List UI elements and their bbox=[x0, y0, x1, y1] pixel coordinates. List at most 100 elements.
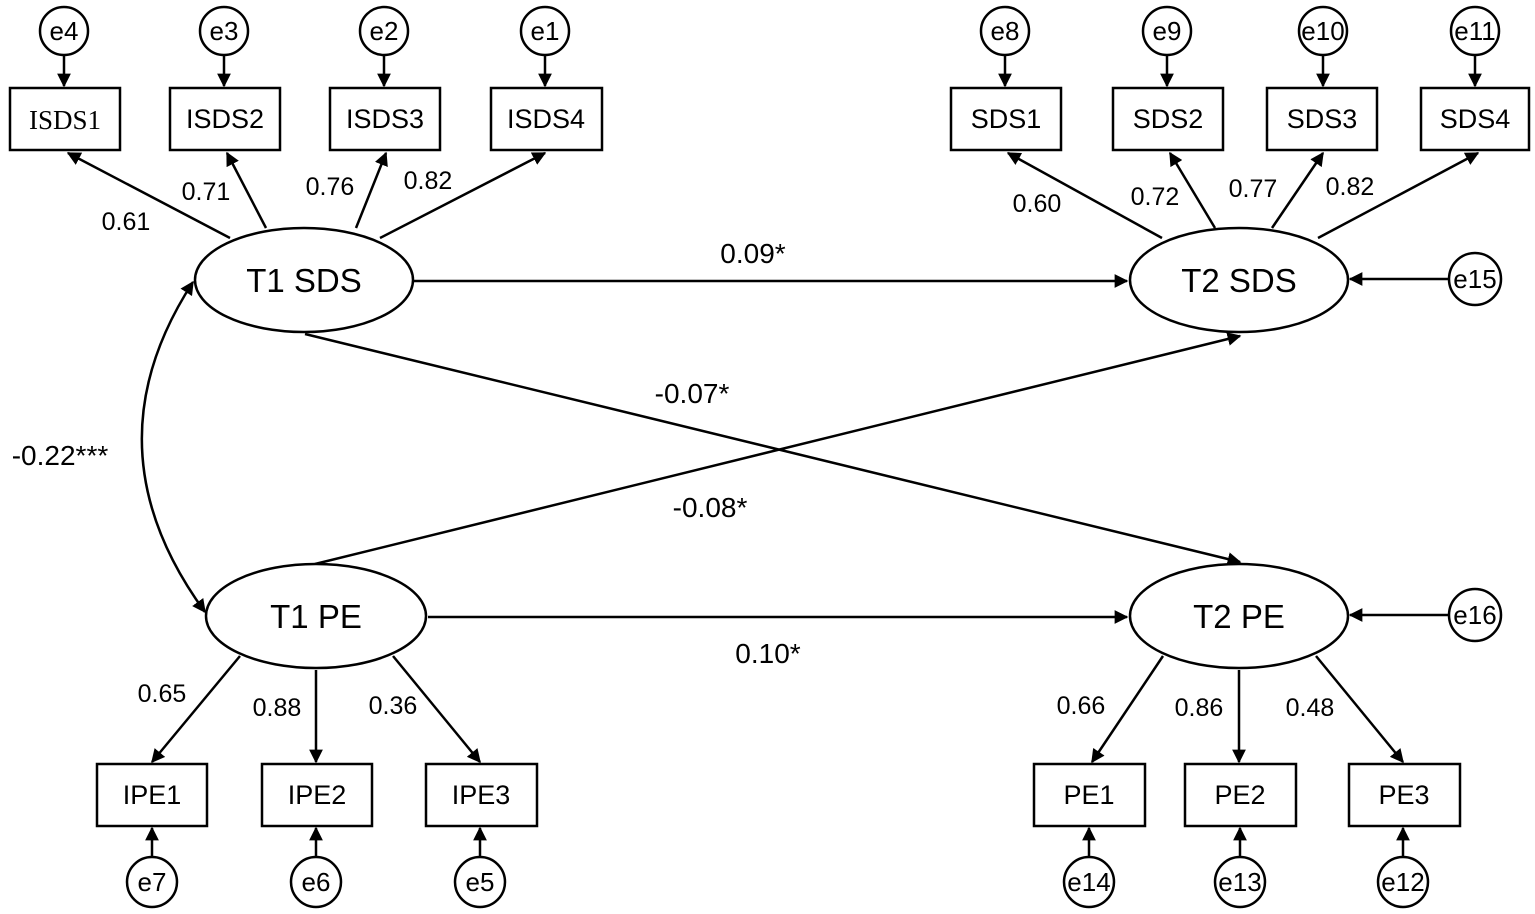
arrow-t2pe-pe3 bbox=[1315, 655, 1404, 764]
error-label: e8 bbox=[991, 16, 1020, 46]
indicator-sds1: SDS1 bbox=[949, 86, 1063, 152]
arrow-t1sds-isds4 bbox=[379, 151, 547, 240]
indicator-label: PE1 bbox=[1063, 780, 1114, 810]
arrow-t1pe-ipe3 bbox=[392, 655, 481, 764]
arrow-covariance-t1 bbox=[140, 280, 207, 614]
error-circle-e5: e5 bbox=[453, 855, 507, 909]
error-circle-e13: e13 bbox=[1213, 855, 1267, 909]
error-label: e4 bbox=[50, 16, 79, 46]
latent-t2-pe: T2 PE bbox=[1128, 562, 1350, 670]
arrow-t2sds-sds3 bbox=[1270, 151, 1325, 229]
latent-t2-sds: T2 SDS bbox=[1128, 226, 1350, 334]
indicator-isds3: ISDS3 bbox=[328, 86, 442, 152]
loading-label-isds1: 0.61 bbox=[102, 208, 151, 236]
error-label: e14 bbox=[1067, 867, 1110, 897]
loading-label-pe2: 0.86 bbox=[1175, 694, 1224, 722]
latent-t1-sds: T1 SDS bbox=[193, 226, 415, 334]
error-label: e7 bbox=[138, 867, 167, 897]
error-circle-e1: e1 bbox=[519, 5, 571, 57]
indicator-label: IPE3 bbox=[452, 780, 511, 810]
path-label-t1-covariance: -0.22*** bbox=[12, 440, 109, 471]
loading-label-ipe3: 0.36 bbox=[369, 692, 418, 720]
error-label: e1 bbox=[531, 16, 560, 46]
indicator-label: SDS1 bbox=[971, 104, 1042, 134]
error-label: e10 bbox=[1301, 16, 1344, 46]
error-circle-e2: e2 bbox=[358, 5, 410, 57]
arrow-t1pe-t2sds bbox=[314, 332, 1242, 566]
indicator-label: SDS4 bbox=[1440, 104, 1511, 134]
loading-label-isds4: 0.82 bbox=[404, 167, 453, 195]
path-label-sds-to-pe: -0.07* bbox=[655, 378, 730, 409]
arrow-t2pe-pe1 bbox=[1090, 655, 1165, 764]
loading-label-sds1: 0.60 bbox=[1013, 190, 1062, 218]
indicator-ipe1: IPE1 bbox=[95, 762, 209, 828]
loading-label-sds4: 0.82 bbox=[1326, 173, 1375, 201]
error-circle-e3: e3 bbox=[198, 5, 250, 57]
loading-label-isds3: 0.76 bbox=[306, 173, 355, 201]
indicator-label: IPE1 bbox=[123, 780, 182, 810]
indicator-label: PE2 bbox=[1214, 780, 1265, 810]
indicator-label: SDS3 bbox=[1287, 104, 1358, 134]
indicator-label: IPE2 bbox=[288, 780, 347, 810]
loading-label-pe1: 0.66 bbox=[1057, 692, 1106, 720]
error-label: e15 bbox=[1453, 264, 1496, 294]
arrows bbox=[57, 55, 1482, 857]
path-label-sds-stability: 0.09* bbox=[720, 238, 785, 269]
indicator-label: ISDS2 bbox=[186, 104, 264, 134]
indicator-ipe2: IPE2 bbox=[260, 762, 374, 828]
arrow-t1sds-isds1 bbox=[66, 151, 231, 240]
loading-label-ipe1: 0.65 bbox=[138, 680, 187, 708]
indicator-sds4: SDS4 bbox=[1419, 86, 1531, 152]
error-circle-e8: e8 bbox=[979, 5, 1031, 57]
coefficient-labels: 0.61 0.71 0.76 0.82 0.60 0.72 0.77 0.82 … bbox=[12, 167, 1375, 722]
indicator-pe2: PE2 bbox=[1183, 762, 1298, 828]
error-circle-e16: e16 bbox=[1447, 587, 1503, 643]
error-label: e2 bbox=[370, 16, 399, 46]
arrow-t2sds-sds1 bbox=[1006, 151, 1163, 240]
loading-label-ipe2: 0.88 bbox=[253, 694, 302, 722]
indicator-isds1: ISDS1 bbox=[8, 86, 122, 152]
error-circle-e4: e4 bbox=[38, 5, 90, 57]
indicator-pe1: PE1 bbox=[1032, 762, 1147, 828]
indicator-label: PE3 bbox=[1378, 780, 1429, 810]
indicator-ipe3: IPE3 bbox=[424, 762, 539, 828]
indicator-label: ISDS4 bbox=[507, 104, 585, 134]
error-circle-e15: e15 bbox=[1447, 251, 1503, 307]
latent-label: T2 PE bbox=[1193, 598, 1285, 635]
latent-label: T2 SDS bbox=[1181, 262, 1297, 299]
error-circle-e6: e6 bbox=[289, 855, 343, 909]
error-label: e3 bbox=[210, 16, 239, 46]
error-label: e5 bbox=[466, 867, 495, 897]
loading-label-pe3: 0.48 bbox=[1286, 694, 1335, 722]
arrow-t2sds-sds2 bbox=[1168, 151, 1217, 229]
arrow-t2sds-sds4 bbox=[1317, 151, 1480, 240]
error-circle-e14: e14 bbox=[1062, 855, 1116, 909]
latent-t1-pe: T1 PE bbox=[204, 562, 428, 670]
indicator-sds3: SDS3 bbox=[1265, 86, 1379, 152]
indicator-label: ISDS3 bbox=[346, 104, 424, 134]
error-circle-e11: e11 bbox=[1449, 5, 1501, 57]
indicator-isds2: ISDS2 bbox=[168, 86, 282, 152]
latent-label: T1 SDS bbox=[246, 262, 362, 299]
loading-label-sds3: 0.77 bbox=[1229, 175, 1278, 203]
error-label: e6 bbox=[302, 867, 331, 897]
indicator-isds4: ISDS4 bbox=[489, 86, 604, 152]
indicator-sds2: SDS2 bbox=[1111, 86, 1225, 152]
error-circle-e10: e10 bbox=[1297, 5, 1349, 57]
loading-label-isds2: 0.71 bbox=[182, 178, 231, 206]
error-circle-e7: e7 bbox=[125, 855, 179, 909]
arrow-t1sds-t2pe bbox=[304, 332, 1242, 566]
arrow-t1pe-ipe1 bbox=[151, 655, 241, 764]
path-label-pe-stability: 0.10* bbox=[735, 638, 800, 669]
error-label: e11 bbox=[1454, 16, 1495, 46]
error-circle-e9: e9 bbox=[1141, 5, 1193, 57]
arrow-t1sds-isds3 bbox=[354, 151, 388, 229]
error-circle-e12: e12 bbox=[1376, 855, 1430, 909]
path-label-pe-to-sds: -0.08* bbox=[673, 492, 748, 523]
error-label: e12 bbox=[1381, 867, 1424, 897]
indicator-pe3: PE3 bbox=[1347, 762, 1462, 828]
arrow-t1sds-isds2 bbox=[225, 151, 268, 229]
error-label: e9 bbox=[1153, 16, 1182, 46]
indicator-label: SDS2 bbox=[1133, 104, 1204, 134]
